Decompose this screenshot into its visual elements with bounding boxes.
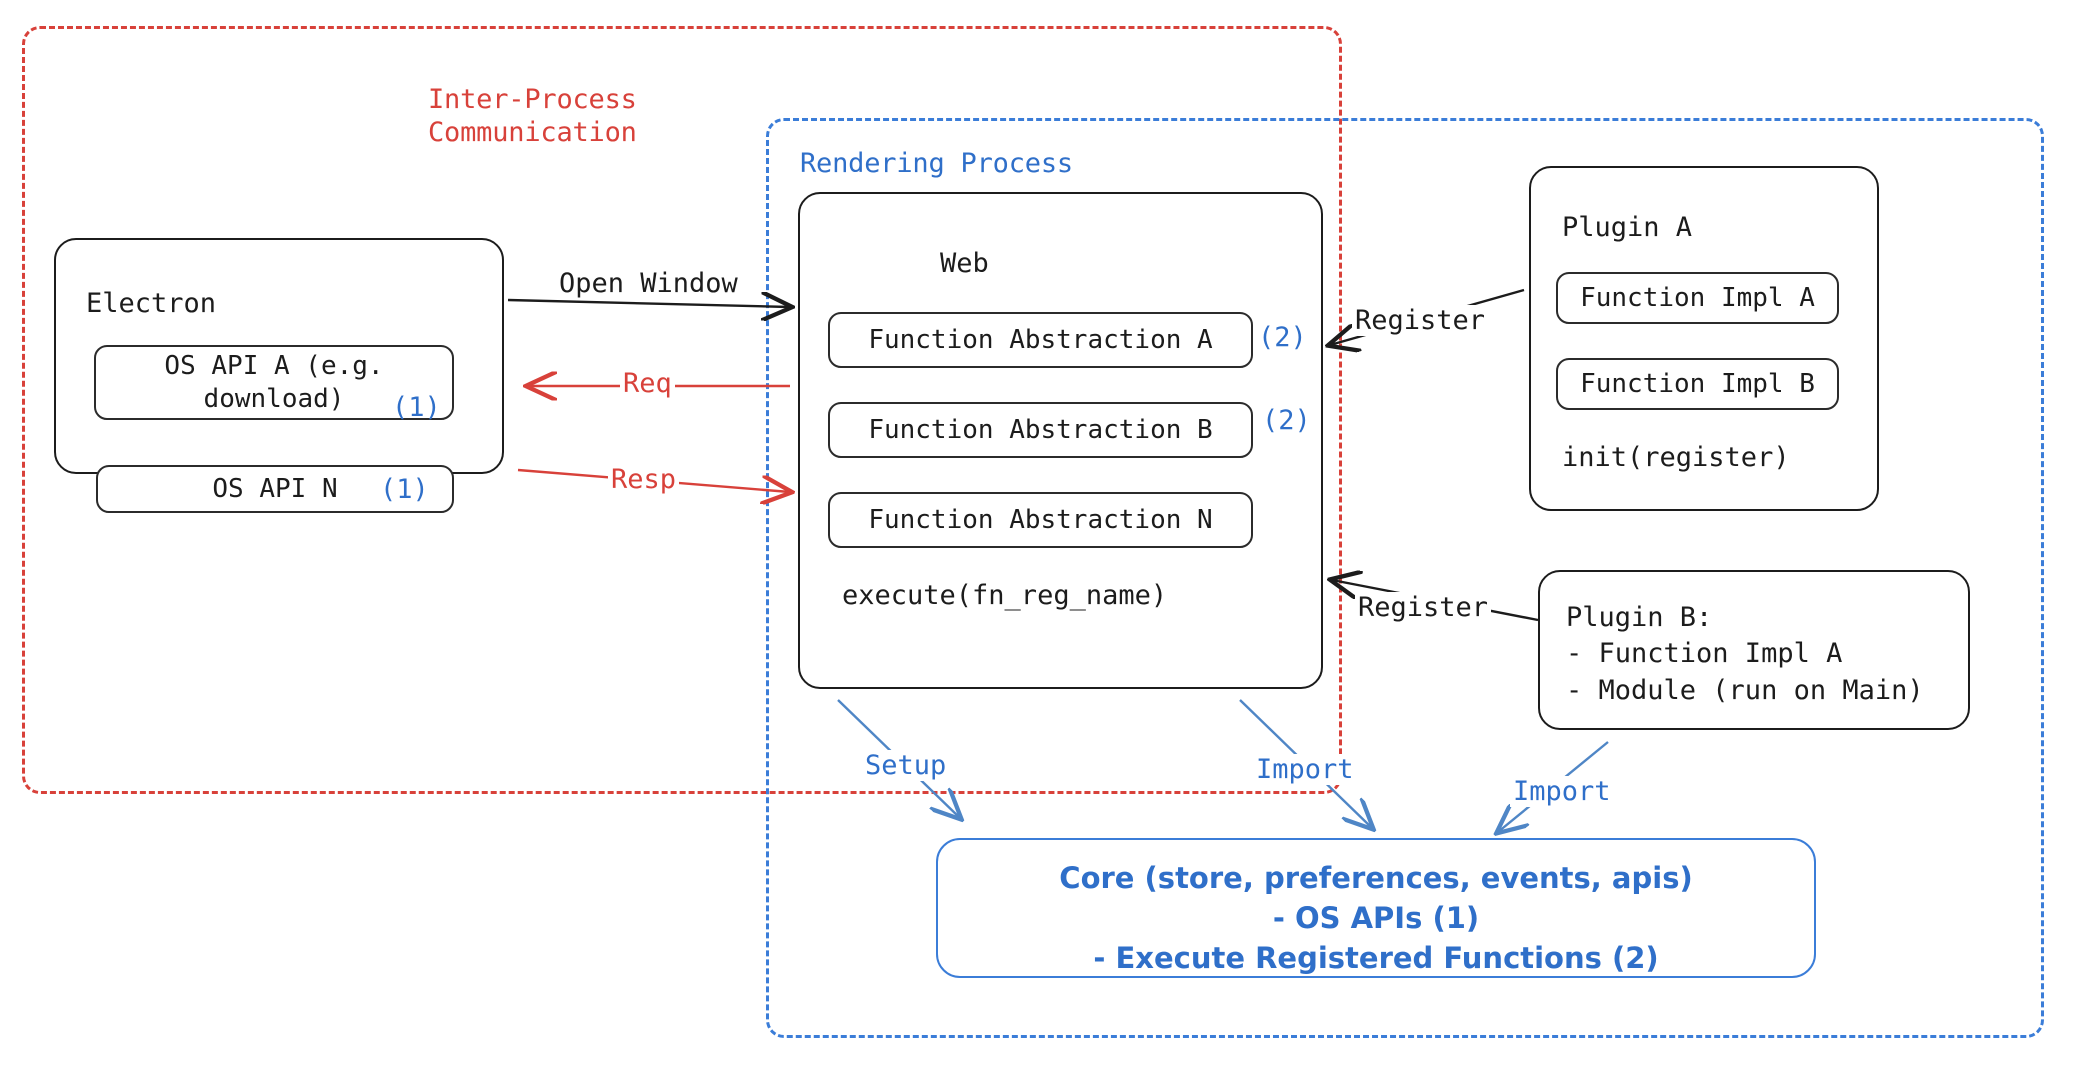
os-api-n-label: OS API N xyxy=(212,473,338,504)
plugin-a-box xyxy=(1529,166,1879,511)
function-abstraction-a-marker: (2) xyxy=(1258,322,1307,353)
os-api-a-label: OS API A (e.g. download) xyxy=(164,351,384,414)
edge-label-register-plugin-a: Register xyxy=(1352,305,1489,336)
rendering-process-group-container xyxy=(766,118,2044,1038)
edge-label-open-window: Open Window xyxy=(556,268,741,299)
plugin-a-init-line: init(register) xyxy=(1562,442,1790,473)
electron-title: Electron xyxy=(86,288,217,319)
os-api-n-box: OS API N xyxy=(96,465,454,513)
function-abstraction-a-label: Function Abstraction A xyxy=(868,324,1213,355)
edge-label-register-plugin-b: Register xyxy=(1355,592,1492,623)
plugin-a-title: Plugin A xyxy=(1562,212,1693,243)
function-abstraction-b-box: Function Abstraction B xyxy=(828,402,1253,458)
os-api-a-marker: (1) xyxy=(392,392,441,423)
plugin-b-box xyxy=(1538,570,1970,730)
function-abstraction-a-box: Function Abstraction A xyxy=(828,312,1253,368)
function-abstraction-n-box: Function Abstraction N xyxy=(828,492,1253,548)
os-api-n-marker: (1) xyxy=(380,474,429,505)
os-api-a-box: OS API A (e.g. download) xyxy=(94,345,454,420)
edge-label-setup: Setup xyxy=(862,750,950,781)
rendering-process-group-label: Rendering Process xyxy=(800,148,1073,179)
web-title: Web xyxy=(940,248,989,279)
function-abstraction-n-label: Function Abstraction N xyxy=(868,504,1213,535)
edge-label-import-plugin-b: Import xyxy=(1510,776,1614,807)
plugin-b-text: Plugin B: - Function Impl A - Module (ru… xyxy=(1566,602,1924,706)
function-impl-a-label: Function Impl A xyxy=(1580,282,1815,313)
ipc-group-label: Inter-Process Communication xyxy=(428,84,637,148)
edge-label-import-web: Import xyxy=(1253,754,1357,785)
web-execute-line: execute(fn_reg_name) xyxy=(842,580,1168,611)
function-impl-b-box: Function Impl B xyxy=(1556,358,1839,410)
core-box xyxy=(936,838,1816,978)
ipc-group-container xyxy=(22,26,1342,794)
core-text: Core (store, preferences, events, apis) … xyxy=(1059,861,1693,976)
function-abstraction-b-label: Function Abstraction B xyxy=(868,414,1213,445)
edge-label-req: Req xyxy=(620,368,675,399)
function-impl-a-box: Function Impl A xyxy=(1556,272,1839,324)
function-impl-b-label: Function Impl B xyxy=(1580,368,1815,399)
edge-label-resp: Resp xyxy=(608,464,680,495)
function-abstraction-b-marker: (2) xyxy=(1262,405,1311,436)
